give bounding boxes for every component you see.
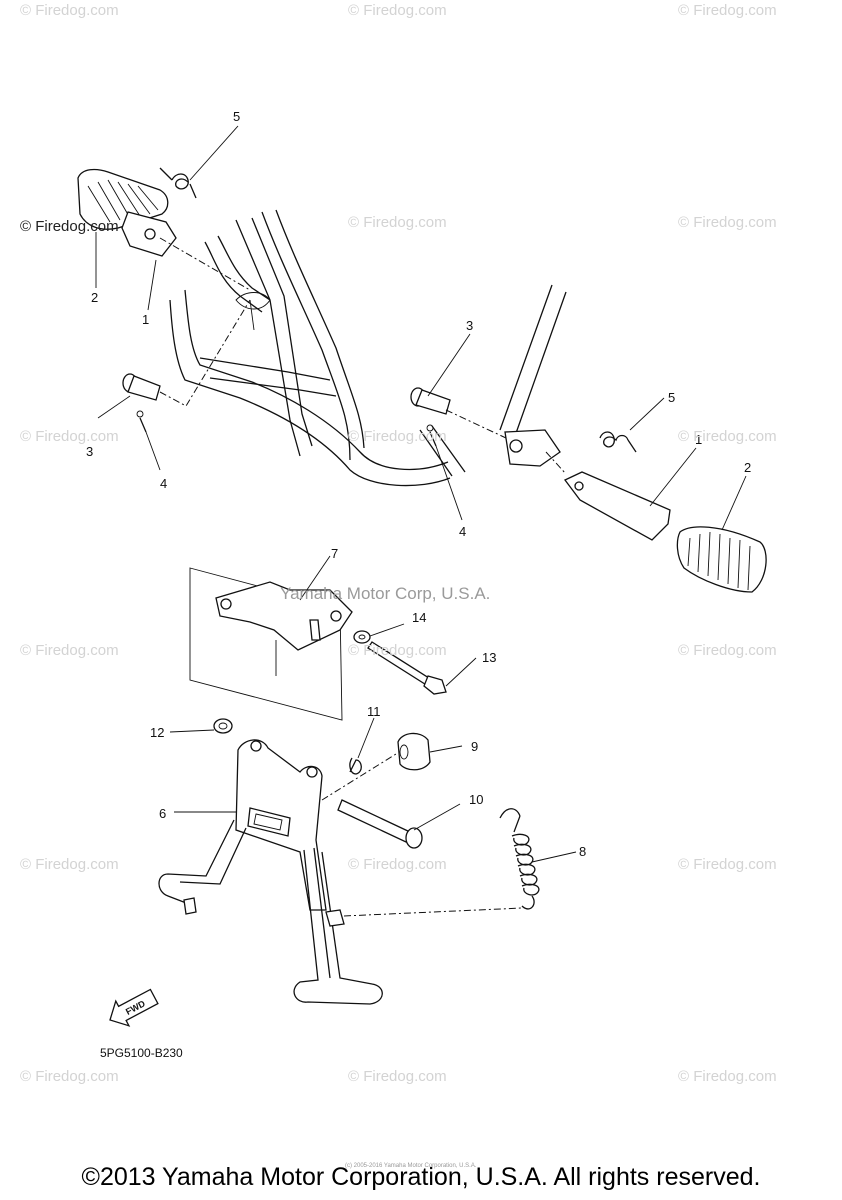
- nut: [213, 718, 233, 734]
- watermark: © Firedog.com: [348, 642, 447, 659]
- callout-6: 6: [159, 806, 166, 821]
- left-footrest: [77, 168, 177, 257]
- watermark: © Firedog.com: [348, 2, 447, 19]
- callout-3-left: 3: [86, 444, 93, 459]
- watermark: © Firedog.com: [20, 856, 119, 873]
- watermark: © Firedog.com: [678, 856, 777, 873]
- callout-13: 13: [482, 650, 496, 665]
- frame-tubes: [169, 209, 567, 487]
- left-pin: [122, 373, 161, 433]
- bolt-washer: [353, 630, 447, 695]
- callout-2-left: 2: [91, 290, 98, 305]
- watermark: © Firedog.com: [348, 214, 447, 231]
- callout-10: 10: [469, 792, 483, 807]
- callout-1-right: 1: [695, 432, 702, 447]
- main-stand: [158, 739, 383, 1005]
- clip: [349, 757, 362, 775]
- center-watermark: Yamaha Motor Corp, U.S.A.: [280, 584, 491, 603]
- callout-4-right: 4: [459, 524, 466, 539]
- watermark: © Firedog.com: [348, 856, 447, 873]
- callout-5-left: 5: [233, 109, 240, 124]
- watermark: © Firedog.com: [20, 218, 119, 235]
- callout-1-left: 1: [142, 312, 149, 327]
- callout-2-right: 2: [744, 460, 751, 475]
- tiny-copyright: (c) 2005-2016 Yamaha Motor Corporation, …: [345, 1163, 477, 1169]
- callout-7: 7: [331, 546, 338, 561]
- watermark: © Firedog.com: [20, 428, 119, 445]
- watermark: © Firedog.com: [20, 1068, 119, 1085]
- right-pin: [410, 387, 637, 453]
- watermark: © Firedog.com: [20, 642, 119, 659]
- callout-14: 14: [412, 610, 426, 625]
- watermark: © Firedog.com: [678, 428, 777, 445]
- callout-12: 12: [150, 725, 164, 740]
- callout-8: 8: [579, 844, 586, 859]
- callout-3-right: 3: [466, 318, 473, 333]
- watermark: © Firedog.com: [348, 428, 447, 445]
- callout-5-right: 5: [668, 390, 675, 405]
- left-spring: [159, 167, 197, 199]
- watermark: © Firedog.com: [20, 2, 119, 19]
- callout-4-left: 4: [160, 476, 167, 491]
- shaft: [337, 799, 423, 849]
- damper: [397, 732, 431, 771]
- callout-numbers: 5 2 1 3 4 3 4 5 1 2 7 14 13 12 11 9 6 10…: [86, 109, 751, 859]
- part-code: 5PG5100-B230: [100, 1046, 183, 1060]
- watermark: © Firedog.com: [678, 642, 777, 659]
- stand-spring: [499, 808, 540, 910]
- callout-11: 11: [367, 704, 381, 719]
- watermark: © Firedog.com: [678, 214, 777, 231]
- watermark: © Firedog.com: [678, 1068, 777, 1085]
- right-footrest: [564, 471, 767, 593]
- leader-lines: [95, 125, 747, 917]
- stand-bracket: [189, 567, 353, 721]
- fwd-arrow: FWD: [109, 988, 159, 1027]
- watermark: © Firedog.com: [678, 2, 777, 19]
- right-bracket: [504, 429, 561, 467]
- callout-9: 9: [471, 739, 478, 754]
- watermark: © Firedog.com: [348, 1068, 447, 1085]
- copyright-footer: ©2013 Yamaha Motor Corporation, U.S.A. A…: [81, 1163, 761, 1191]
